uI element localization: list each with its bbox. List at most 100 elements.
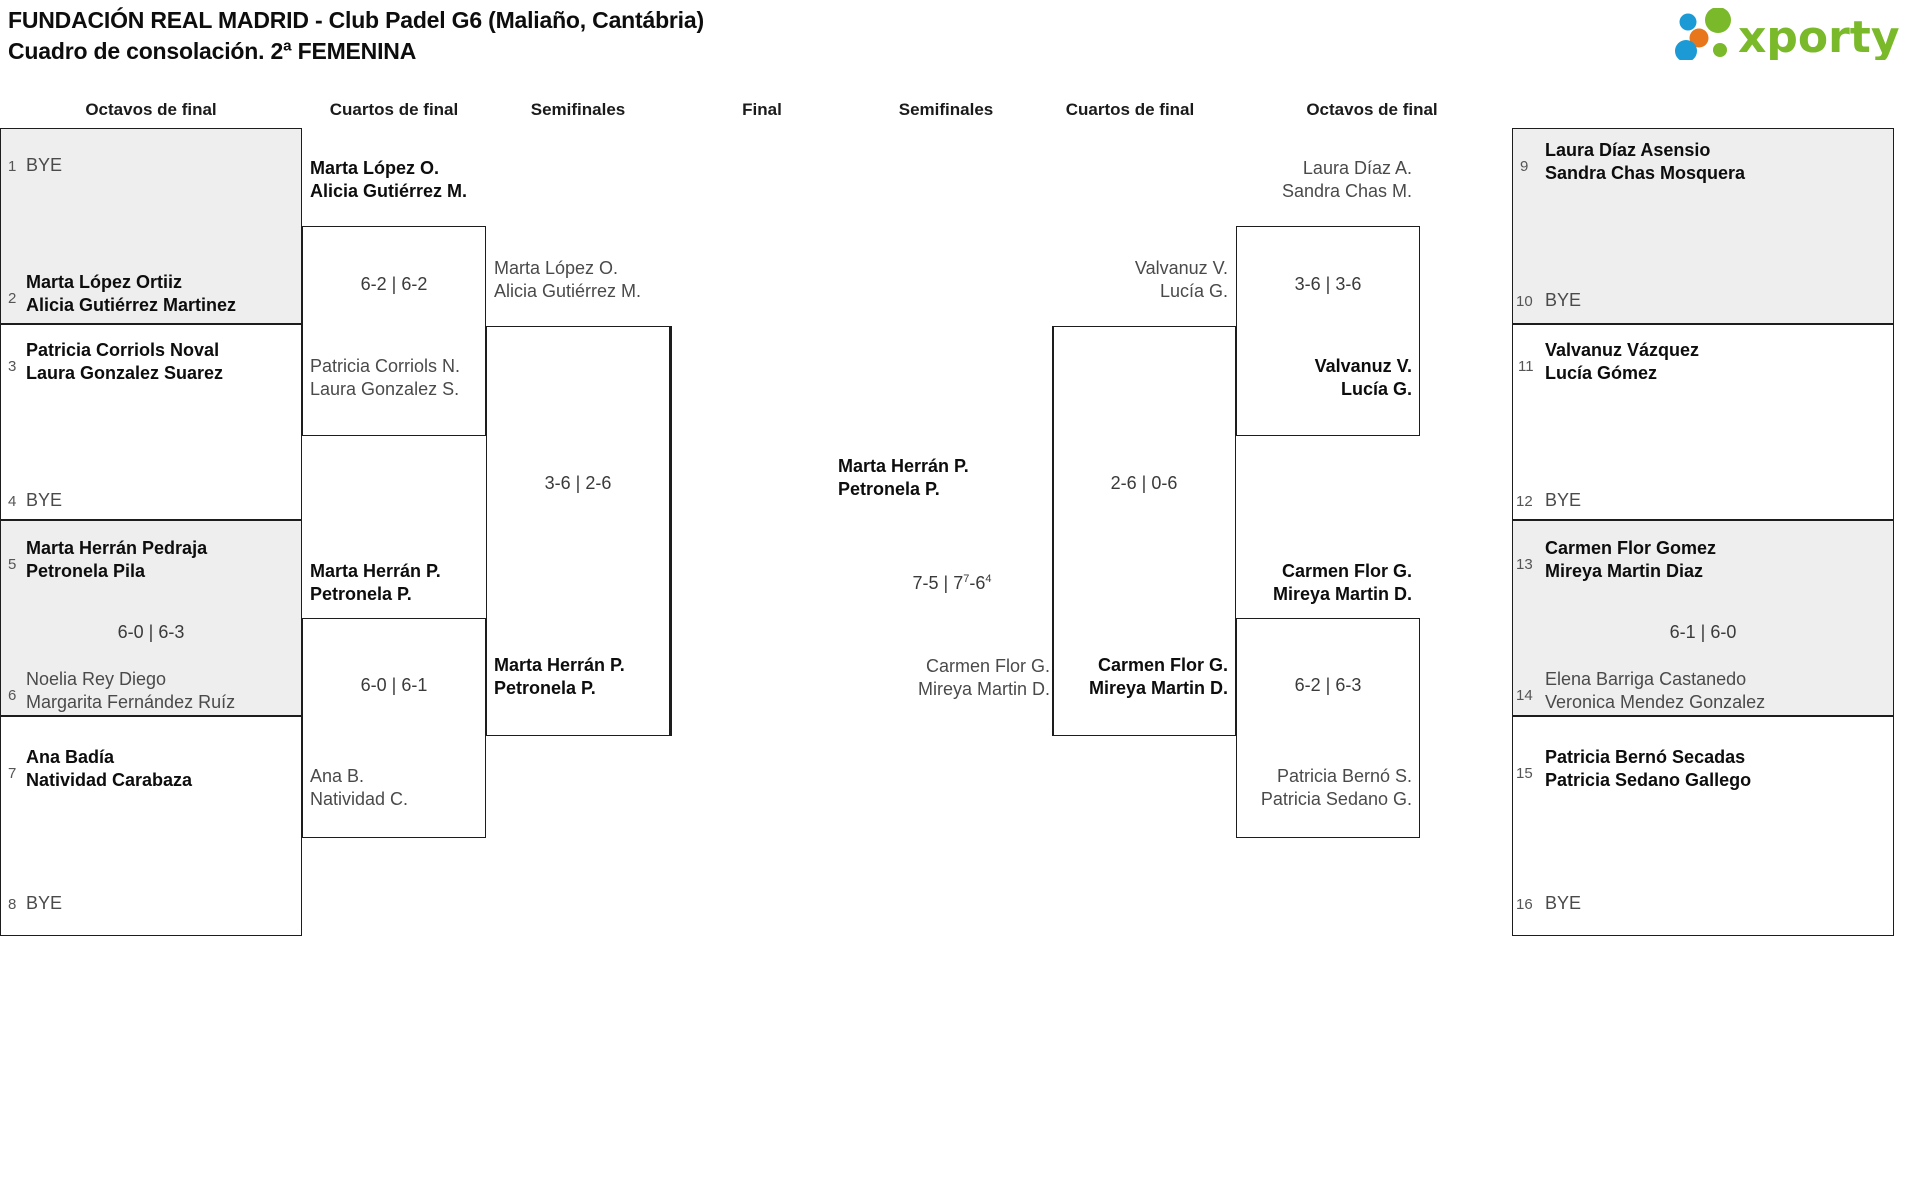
round-header-right-qf: Cuartos de final: [1065, 100, 1195, 119]
seed-number: 8: [8, 896, 17, 913]
right-sf-player-1: Valvanuz V. Lucía G.: [1044, 257, 1228, 303]
left-r16-player-2: Marta López Ortiiz Alicia Gutiérrez Mart…: [26, 271, 236, 317]
final-player-bottom: Carmen Flor G. Mireya Martin D.: [800, 655, 1050, 701]
player-line-1: Marta López O.: [310, 158, 440, 178]
right-qf-player-4: Patricia Bernó S. Patricia Sedano G.: [1228, 765, 1412, 811]
seed-number: 9: [1520, 158, 1529, 175]
player-line-1: Ana B.: [310, 766, 365, 786]
xporty-logo-svg: xporty: [1675, 8, 1900, 60]
round-header-left-qf: Cuartos de final: [329, 100, 459, 119]
final-player-top: Marta Herrán P. Petronela P.: [838, 455, 969, 501]
final-score-tb2: 4: [985, 573, 992, 585]
player-line-2: Lucía Gómez: [1545, 363, 1658, 383]
player-line-2: Sandra Chas Mosquera: [1545, 163, 1746, 183]
left-sf-player-2: Marta Herrán P. Petronela P.: [494, 654, 625, 700]
connector-left-sf-to-final: [670, 326, 672, 736]
bye-label: BYE: [26, 490, 63, 510]
right-qf-score-2: 6-2 | 6-3: [1294, 675, 1362, 695]
player-line-2: Mireya Martin D.: [1272, 584, 1412, 604]
xporty-logo[interactable]: xporty: [1666, 8, 1906, 60]
player-line-1: Patricia Corriols N.: [310, 356, 461, 376]
player-line-1: Elena Barriga Castanedo: [1545, 669, 1747, 689]
left-r16-match-2[interactable]: [0, 324, 302, 520]
final-score-set1: 7-5 | 7: [912, 573, 964, 593]
player-line-1: Ana Badía: [26, 747, 115, 767]
logo-dot-blue-top: [1679, 13, 1697, 31]
right-qf-score-1: 3-6 | 3-6: [1294, 274, 1362, 294]
left-sf-match[interactable]: [486, 326, 670, 736]
player-line-1: Valvanuz Vázquez: [1545, 340, 1700, 360]
left-r16-player-6: Noelia Rey Diego Margarita Fernández Ruí…: [26, 668, 235, 714]
player-line-1: Valvanuz V.: [1314, 356, 1412, 376]
round-header-left-sf: Semifinales: [530, 100, 626, 119]
player-line-2: Petronela Pila: [26, 561, 146, 581]
player-line-1: Marta López Ortiiz: [26, 272, 183, 292]
logo-dot-orange: [1689, 28, 1709, 48]
right-qf-match-2[interactable]: [1236, 618, 1420, 838]
right-sf-match[interactable]: [1052, 326, 1236, 736]
logo-wordmark: xporty: [1738, 12, 1900, 60]
seed-number: 1: [8, 158, 17, 175]
right-sf-score: 2-6 | 0-6: [1110, 473, 1178, 493]
left-r16-match-4[interactable]: [0, 716, 302, 936]
player-line-1: Patricia Corriols Noval: [26, 340, 220, 360]
logo-dot-blue-bottom: [1675, 40, 1697, 60]
player-line-2: Sandra Chas M.: [1281, 181, 1412, 201]
left-qf-player-3: Marta Herrán P. Petronela P.: [310, 560, 441, 606]
seed-number: 5: [8, 556, 17, 573]
player-line-2: Mireya Martin D.: [917, 679, 1050, 699]
player-line-2: Patricia Sedano G.: [1260, 789, 1412, 809]
player-line-1: Patricia Bernó Secadas: [1545, 747, 1746, 767]
right-r16-match-1[interactable]: [1512, 128, 1894, 324]
right-qf-player-1: Laura Díaz A. Sandra Chas M.: [1228, 157, 1412, 203]
page-title: FUNDACIÓN REAL MADRID - Club Padel G6 (M…: [8, 5, 704, 67]
left-qf-score-1: 6-2 | 6-2: [360, 274, 428, 294]
player-line-1: Laura Díaz Asensio: [1545, 140, 1711, 160]
right-r16-score-3: 6-1 | 6-0: [1669, 622, 1737, 642]
right-r16-player-13: Carmen Flor Gomez Mireya Martin Diaz: [1545, 537, 1716, 583]
right-r16-player-11: Valvanuz Vázquez Lucía Gómez: [1545, 339, 1699, 385]
left-qf-match-2[interactable]: [302, 618, 486, 838]
player-line-2: Natividad C.: [310, 789, 409, 809]
seed-number: 4: [8, 493, 17, 510]
player-line-2: Alicia Gutiérrez M.: [310, 181, 468, 201]
right-qf-player-3: Carmen Flor G. Mireya Martin D.: [1228, 560, 1412, 606]
bye-label: BYE: [26, 893, 63, 913]
player-line-2: Laura Gonzalez Suarez: [26, 363, 224, 383]
round-header-left-r16: Octavos de final: [85, 100, 217, 119]
seed-number: 14: [1516, 687, 1533, 704]
player-line-2: Mireya Martin Diaz: [1545, 561, 1704, 581]
player-line-2: Natividad Carabaza: [26, 770, 193, 790]
right-r16-match-4[interactable]: [1512, 716, 1894, 936]
final-score-set2: -6: [969, 573, 986, 593]
left-r16-score-3: 6-0 | 6-3: [117, 622, 185, 642]
player-line-2: Margarita Fernández Ruíz: [26, 692, 236, 712]
right-r16-match-2[interactable]: [1512, 324, 1894, 520]
seed-number: 10: [1516, 293, 1533, 310]
title-line-2: Cuadro de consolación. 2ª FEMENINA: [8, 38, 417, 64]
logo-dot-green-small: [1713, 43, 1727, 57]
right-r16-match-3[interactable]: [1512, 520, 1894, 716]
logo-dot-green-large: [1705, 8, 1731, 33]
left-qf-match-1[interactable]: [302, 226, 486, 436]
round-header-final: Final: [742, 100, 782, 119]
player-line-1: Patricia Bernó S.: [1276, 766, 1412, 786]
right-qf-match-1[interactable]: [1236, 226, 1420, 436]
seed-number: 15: [1516, 765, 1533, 782]
player-line-2: Mireya Martin D.: [1088, 678, 1228, 698]
player-line-1: Marta Herrán P.: [494, 655, 625, 675]
left-r16-match-1[interactable]: [0, 128, 302, 324]
right-sf-player-2: Carmen Flor G. Mireya Martin D.: [1044, 654, 1228, 700]
seed-number: 16: [1516, 896, 1533, 913]
left-r16-player-5: Marta Herrán Pedraja Petronela Pila: [26, 537, 207, 583]
player-line-1: Marta Herrán Pedraja: [26, 538, 208, 558]
left-qf-score-2: 6-0 | 6-1: [360, 675, 428, 695]
right-r16-player-14: Elena Barriga Castanedo Veronica Mendez …: [1545, 668, 1765, 714]
left-r16-match-3[interactable]: [0, 520, 302, 716]
right-r16-player-15: Patricia Bernó Secadas Patricia Sedano G…: [1545, 746, 1751, 792]
bye-label: BYE: [1545, 290, 1582, 310]
player-line-1: Carmen Flor G.: [1097, 655, 1228, 675]
player-line-1: Laura Díaz A.: [1302, 158, 1412, 178]
player-line-1: Valvanuz V.: [1134, 258, 1228, 278]
player-line-1: Carmen Flor G.: [925, 656, 1050, 676]
